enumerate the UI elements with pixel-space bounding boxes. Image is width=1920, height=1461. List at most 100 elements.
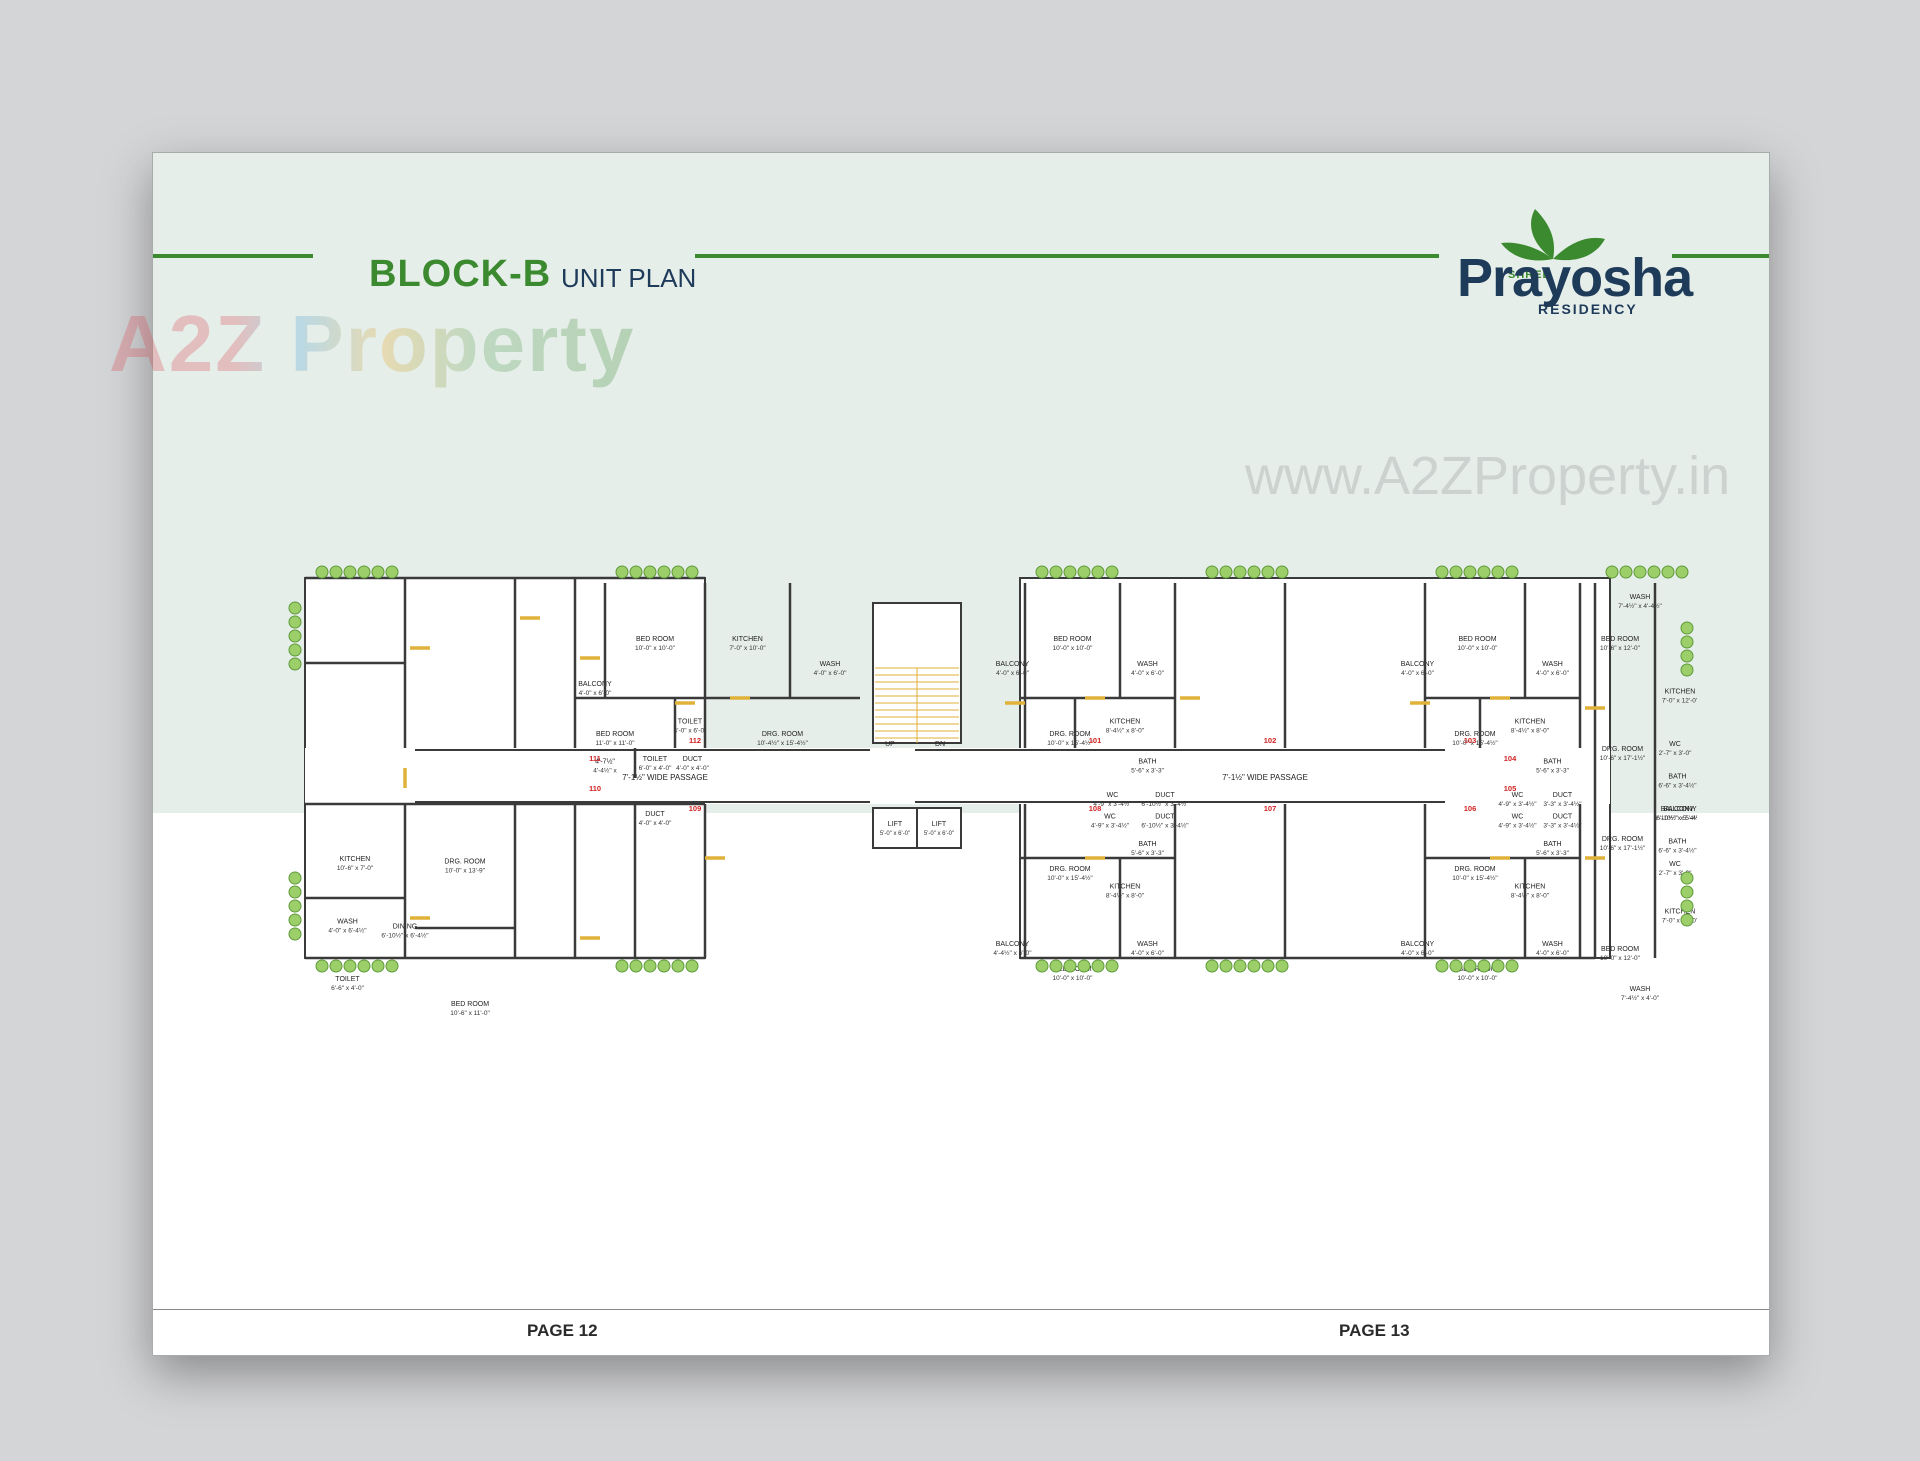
passage-label: 7'-1½" WIDE PASSAGE: [1222, 773, 1308, 782]
room-size: 10'-6" x 17'-1½": [1600, 754, 1646, 762]
room-name: KITCHEN: [1665, 689, 1696, 696]
room-size: 10'-6" x 11'-0": [450, 1010, 490, 1017]
room-name: BALCONY: [578, 681, 612, 688]
watermark-brand-text: A2Z Property: [109, 299, 636, 388]
planter-shrub: [1680, 649, 1694, 663]
watermark-brand: A2Z Property: [109, 298, 635, 390]
room-size: 4'-9" x 3'-4½": [1091, 822, 1130, 830]
planter-shrub: [1605, 565, 1619, 579]
room-name: DRG. ROOM: [1454, 866, 1495, 873]
passage-area: [305, 748, 1610, 804]
room-size: 5'-6" x 3'-3": [1131, 850, 1164, 857]
room-size: 5'-6" x 3'-3": [1131, 768, 1164, 775]
room-size: 7'-4½" x 4'-0": [1621, 994, 1660, 1002]
planter-shrub: [1505, 565, 1519, 579]
planter-shrub: [1063, 959, 1077, 973]
planter-shrub: [1680, 621, 1694, 635]
room-name: KITCHEN: [1110, 719, 1141, 726]
room-size: 10'-6" x 17'-1½": [1600, 844, 1646, 852]
room-size: 4'-4½" x 6'-0": [993, 949, 1032, 957]
planter-shrub: [1049, 565, 1063, 579]
unit-number: 104: [1504, 754, 1517, 763]
room-size: 6'-10½" x 3'-4½": [1141, 822, 1189, 830]
unit-number: 109: [689, 804, 702, 813]
room-size: 7'-0" x 12'-0": [1662, 918, 1697, 925]
room-size: 4'-9" x 3'-4½": [1498, 800, 1537, 808]
room-size: 6'-10½" x 5'-4½": [1656, 814, 1697, 822]
header-rule-middle: [695, 254, 1439, 258]
room-name: BATH: [1543, 841, 1561, 848]
room-size: 8'-4½" x 8'-0": [1106, 727, 1145, 735]
planter-shrub: [288, 885, 302, 899]
planter-shrub: [671, 565, 685, 579]
unit-number: 106: [1464, 804, 1477, 813]
planter-shrub: [1449, 565, 1463, 579]
planter-shrub: [685, 959, 699, 973]
room-size: 6'-6" x 3'-4½": [1658, 847, 1697, 855]
unit-number: 102: [1264, 736, 1277, 745]
room-size: 4'-0" x 6'-0": [814, 670, 847, 677]
room-name: DUCT: [645, 811, 665, 818]
stair-up-label: UP: [885, 741, 895, 748]
planter-shrub: [1680, 663, 1694, 677]
room-name: DRG. ROOM: [1049, 866, 1090, 873]
planter-shrub: [1063, 565, 1077, 579]
planter-shrub: [615, 565, 629, 579]
planter-shrub: [1219, 959, 1233, 973]
room-size: 5'-6" x 3'-3": [1536, 850, 1569, 857]
room-size: 4'-0" x 6'-0": [1536, 950, 1569, 957]
planter-shrub: [329, 565, 343, 579]
lift-shaft: [872, 807, 918, 849]
planter-shrub: [1049, 959, 1063, 973]
room-name: DRG. ROOM: [1602, 746, 1643, 753]
room-name: KITCHEN: [1110, 884, 1141, 891]
planter-shrub: [288, 629, 302, 643]
room-size: 10'-6" x 12'-0": [1600, 645, 1641, 652]
room-name: DRG. ROOM: [762, 731, 803, 738]
planter-shrub: [671, 959, 685, 973]
planter-shrub: [1105, 959, 1119, 973]
unit-plan-subtitle: UNIT PLAN: [561, 263, 697, 293]
room-name: DRG. ROOM: [1049, 731, 1090, 738]
room-name: KITCHEN: [340, 856, 371, 863]
room-name: DRG. ROOM: [1454, 731, 1495, 738]
room-name: DUCT: [1553, 814, 1573, 821]
room-name: BED ROOM: [1601, 636, 1639, 643]
planter-shrub: [1205, 959, 1219, 973]
room-name: BED ROOM: [1053, 636, 1091, 643]
lift-label: LIFT: [932, 821, 947, 828]
planter-shrub: [371, 959, 385, 973]
planter-shrub: [657, 959, 671, 973]
unit-number: 101: [1089, 736, 1102, 745]
room-name: BATH: [1543, 759, 1561, 766]
room-name: BED ROOM: [636, 636, 674, 643]
planter-shrub: [1463, 959, 1477, 973]
room-name: DRG. ROOM: [1602, 836, 1643, 843]
room-size: 10'-4½" x 15'-4½": [757, 739, 809, 747]
room-size: 10'-0" x 10'-0": [1458, 645, 1499, 652]
room-name: WC: [1512, 792, 1524, 799]
room-name: 4'-7½": [595, 758, 615, 766]
planter-shrub: [1091, 959, 1105, 973]
room-size: 7'-4½" x 4'-4½": [1618, 602, 1662, 610]
room-name: KITCHEN: [732, 636, 763, 643]
planter-shrub: [357, 565, 371, 579]
room-size: 8'-4½" x 8'-0": [1511, 892, 1550, 900]
lift-shaft: [916, 807, 962, 849]
planter-shrub: [1680, 913, 1694, 927]
room-size: 4'-0" x 6'-0": [996, 670, 1029, 677]
planter-shrub: [1261, 959, 1275, 973]
room-name: BED ROOM: [451, 1001, 489, 1008]
room-size: 10'-0" x 15'-4½": [1047, 874, 1093, 882]
room-size: 3'-3" x 3'-4½": [1543, 822, 1582, 830]
room-size: 3'-3" x 3'-4½": [1543, 800, 1582, 808]
room-name: WC: [1512, 814, 1524, 821]
lift-size: 5'-0" x 6'-0": [924, 831, 954, 837]
planter-shrub: [1435, 959, 1449, 973]
planter-shrub: [315, 959, 329, 973]
room-name: WASH: [1137, 661, 1158, 668]
room-name: KITCHEN: [1515, 719, 1546, 726]
room-size: 4'-0" x 4'-0": [676, 765, 709, 772]
room-name: DUCT: [1553, 792, 1573, 799]
room-name: TOILET: [335, 976, 360, 983]
